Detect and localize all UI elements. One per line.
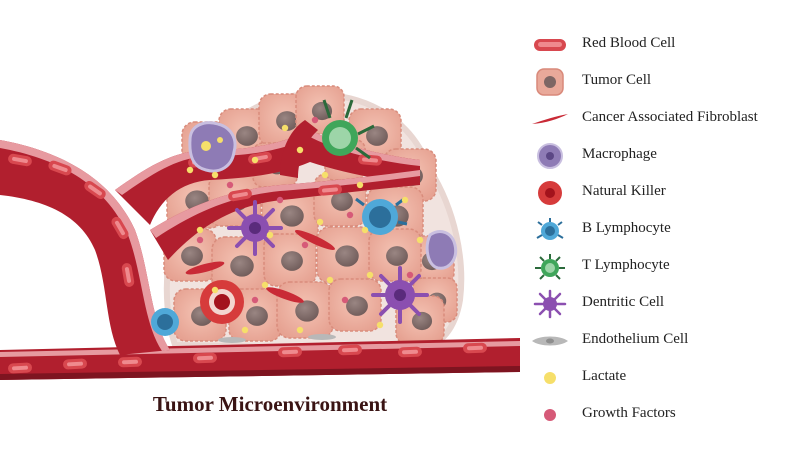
red-blood-cell [121,263,135,287]
fibroblast-icon [532,114,568,124]
dendritic-cell [227,200,283,256]
growth-factor-dot [251,296,259,304]
red-blood-cells-group [8,151,487,374]
legend-item-macrophage: Macrophage [520,139,796,176]
red-blood-cell [118,356,142,368]
lactate-dot [196,226,204,234]
blood-vessel [0,120,520,380]
lactate-dot [401,196,409,204]
lactate-dot [326,276,334,284]
lactate-dot [281,124,289,132]
tumor-cell [316,226,374,284]
red-blood-cell [278,346,302,358]
molecules-group [186,116,424,334]
tumor-cell [368,228,422,282]
legend-label: Endothelium Cell [582,331,689,347]
endothelium-cells [218,334,336,343]
legend-label: Tumor Cell [582,72,652,88]
lactate-dot [316,218,324,226]
legend-label: B Lymphocyte [582,220,671,236]
lactate-dot [376,321,384,329]
legend-item-fibroblast: Cancer Associated Fibroblast [520,102,796,139]
lactate-icon [544,372,556,384]
growth-factor-dot [341,296,349,304]
legend-item-dendritic-cell: Dentritic Cell [520,287,796,324]
legend-item-growth-factors: Growth Factors [520,398,796,435]
t-lymphocyte-icon [535,254,565,280]
red-blood-cell [228,188,252,202]
lactate-dot [266,231,274,239]
legend-label: T Lymphocyte [582,257,670,273]
growth-factor-icon [544,409,556,421]
tumor-cell [263,233,317,287]
legend-label: Cancer Associated Fibroblast [582,109,758,125]
dendritic-cell-icon [533,289,567,319]
red-blood-cell [398,346,422,358]
red-blood-cell [84,180,106,200]
tumor-microenvironment-illustration [0,85,520,380]
red-blood-cell [318,184,342,196]
legend-label: Macrophage [582,146,657,162]
growth-factor-dot [406,271,414,279]
legend-label: Red Blood Cell [582,35,676,51]
lactate-dot [366,271,374,279]
lactate-dot [416,236,424,244]
natural-killer-icon [538,181,562,205]
legend-item-lactate: Lactate [520,361,796,398]
legend: Red Blood Cell Tumor Cell Cancer Associa… [520,28,796,435]
legend-label: Natural Killer [582,183,666,199]
tumor-cell [395,295,445,345]
b-lymphocyte-cell-2 [151,308,179,336]
t-lymphocyte-cell [322,99,375,160]
legend-label: Dentritic Cell [582,294,665,310]
lactate-dot [356,181,364,189]
growth-factor-dot [311,116,319,124]
legend-item-red-blood-cell: Red Blood Cell [520,28,796,65]
red-blood-cell [8,153,32,167]
red-blood-cell [338,344,362,356]
lactate-dot [321,171,329,179]
legend-item-t-lymphocyte: T Lymphocyte [520,250,796,287]
red-blood-cell [8,362,32,374]
macrophage-cell-2 [425,230,458,270]
growth-factor-dot [301,241,309,249]
dendritic-cell-2 [371,266,429,324]
growth-factor-dot [196,236,204,244]
macrophage-icon [537,143,563,169]
red-blood-cell [63,358,87,370]
lactate-dot [211,171,219,179]
endothelium-cell-icon [532,336,568,346]
legend-item-natural-killer: Natural Killer [520,176,796,213]
legend-item-endothelium-cell: Endothelium Cell [520,324,796,361]
tumor-cell [276,281,334,339]
tumor-cell-icon [536,68,564,96]
growth-factor-dot [276,196,284,204]
diagram-caption: Tumor Microenvironment [152,392,388,416]
natural-killer-cell [200,280,244,324]
red-blood-cell-icon [534,39,566,51]
lactate-dot [296,326,304,334]
lactate-dot [361,226,369,234]
red-blood-cell [358,154,382,166]
legend-label: Growth Factors [582,405,676,421]
growth-factor-dot [346,211,354,219]
red-blood-cell [111,216,129,240]
lactate-dot [241,326,249,334]
legend-label: Lactate [582,368,627,384]
lactate-dot [261,281,269,289]
macrophage-cell [188,121,237,173]
tumor-cell [328,278,382,332]
b-lymphocyte-icon [536,218,564,240]
fibroblasts [185,230,336,303]
growth-factor-dot [226,181,234,189]
lactate-dot [186,166,194,174]
red-blood-cell [48,160,72,176]
lactate-dot [211,286,219,294]
red-blood-cell [193,352,217,364]
lactate-dot [296,146,304,154]
legend-item-tumor-cell: Tumor Cell [520,65,796,102]
legend-item-b-lymphocyte: B Lymphocyte [520,213,796,250]
red-blood-cell [463,342,487,354]
lactate-dot [251,156,259,164]
